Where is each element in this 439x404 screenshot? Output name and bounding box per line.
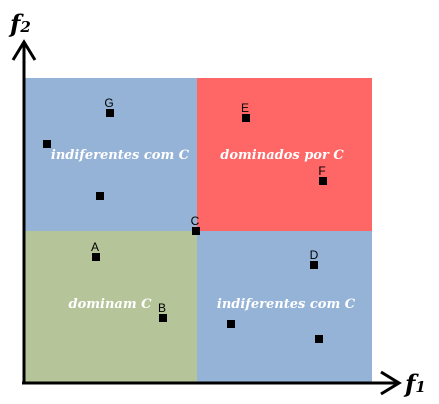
region-label-top-right: dominados por C <box>220 148 344 163</box>
point-marker-unlabeled <box>315 335 323 343</box>
region-label-bottom-left: dominam C <box>69 297 153 312</box>
point-label-e: E <box>241 101 249 115</box>
region-top-right <box>197 78 372 231</box>
point-label-c: C <box>191 214 200 228</box>
y-axis-label-subscript: 2 <box>19 18 30 36</box>
point-marker-unlabeled <box>96 192 104 200</box>
points-layer: G E F C A D B <box>43 96 327 343</box>
point-label-b: B <box>158 301 166 315</box>
region-label-bottom-right: indiferentes com C <box>217 297 356 312</box>
region-label-top-left: indiferentes com C <box>51 148 190 163</box>
point-marker-e <box>242 114 250 122</box>
point-marker-f <box>319 177 327 185</box>
y-axis-label-letter: f <box>8 9 24 38</box>
point-label-a: A <box>91 240 99 254</box>
point-marker-b <box>159 314 167 322</box>
y-axis-arrowhead <box>11 39 37 61</box>
point-marker-g <box>106 109 114 117</box>
point-marker-d <box>310 261 318 269</box>
region-bottom-right <box>197 231 372 383</box>
x-axis-label-subscript: 1 <box>415 378 425 396</box>
point-marker-c <box>192 227 200 235</box>
x-axis-arrowhead <box>380 370 402 396</box>
point-label-g: G <box>104 96 113 110</box>
x-axis-label: f1 <box>403 369 426 398</box>
x-axis-label-letter: f <box>403 369 419 398</box>
region-bottom-left <box>25 231 197 383</box>
point-label-f: F <box>318 164 325 178</box>
region-top-left <box>25 78 197 231</box>
point-marker-a <box>92 253 100 261</box>
point-marker-unlabeled <box>227 320 235 328</box>
point-marker-unlabeled <box>43 140 51 148</box>
point-label-d: D <box>310 248 319 262</box>
y-axis-label: f2 <box>8 9 31 38</box>
